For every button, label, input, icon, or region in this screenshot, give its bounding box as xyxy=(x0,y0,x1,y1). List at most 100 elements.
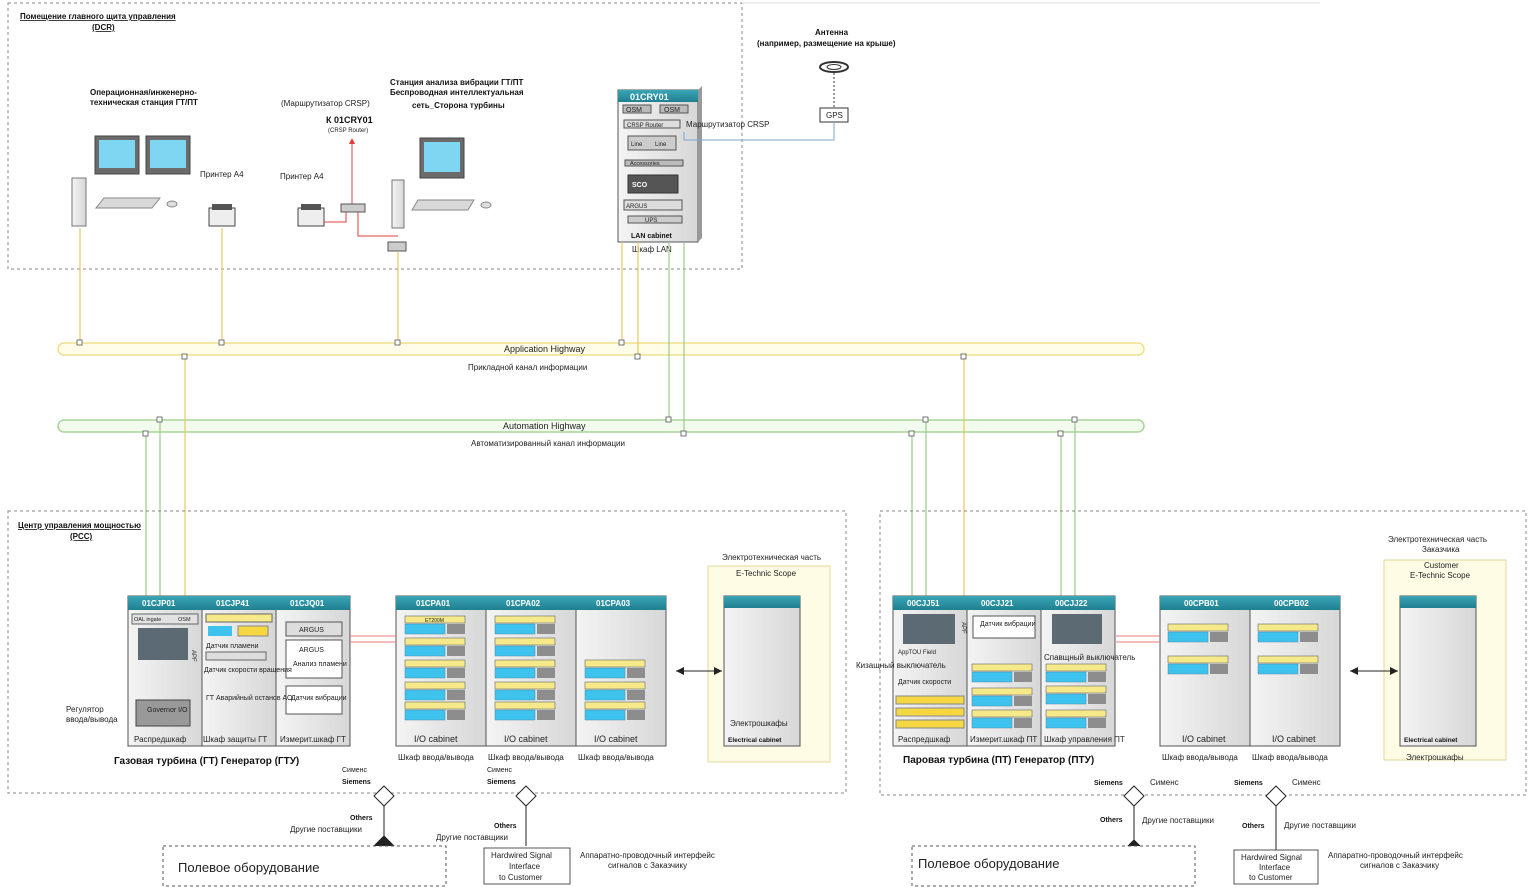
gt-regulator-label: Регулятор xyxy=(66,705,104,714)
vib-station-title-3: сеть_Сторона турбины xyxy=(412,101,505,110)
st-hw-siemens-ru: Сименс xyxy=(1292,778,1321,787)
gt-regulator-label-2: ввода/вывода xyxy=(66,715,118,724)
dcr-region xyxy=(7,2,743,270)
st-other-suppliers: Другие поставщики xyxy=(1142,816,1214,825)
gt-hw-line3: to Customer xyxy=(499,873,543,882)
st-cab-3-tag: 00CJJ22 xyxy=(1055,599,1088,608)
st-siemens-en: Siemens xyxy=(1094,780,1123,787)
st-electrical-en: Electrical cabinet xyxy=(1404,737,1458,744)
lan-slot-osm-2: OSM xyxy=(664,107,680,114)
st-hw-ru-line2: сигналов с Заказчику xyxy=(1360,861,1439,870)
router-ref-sub: (CRSP Router) xyxy=(328,128,368,134)
st-speed-sensor: Датчик скорости xyxy=(898,679,951,686)
gt-io-3-tag: 01CPA03 xyxy=(596,599,631,608)
gt-api-label: APF xyxy=(190,650,196,662)
st-cab-2-tag: 00CJJ21 xyxy=(981,599,1014,608)
st-siemens-ru: Сименс xyxy=(1150,778,1179,787)
gt-hw-line1: Hardwired Signal xyxy=(491,851,552,860)
gt-e-technic-sub: E-Technic Scope xyxy=(736,569,797,578)
gt-electrical-cabinet xyxy=(723,595,801,747)
gt-hardwired-box xyxy=(483,847,571,885)
gt-cab-3-label: Измерит.шкаф ГТ xyxy=(280,735,346,744)
router-ref: К 01CRY01 xyxy=(326,115,373,125)
gt-siemens-en: Siemens xyxy=(342,779,371,786)
st-e-technic-title-2: Заказчика xyxy=(1422,545,1460,554)
pcc-st-region xyxy=(879,510,1527,796)
st-section-title: Паровая турбина (ПТ) Генератор (ПТУ) xyxy=(903,754,1094,766)
app-highway-links xyxy=(79,228,965,600)
st-io-2-label-ru: Шкаф ввода/вывода xyxy=(1252,753,1328,762)
st-hw-ru-line1: Аппаратно-проводочный интерфейс xyxy=(1328,851,1463,860)
lan-slot-line-1: Line xyxy=(631,142,643,148)
st-others: Others xyxy=(1100,817,1123,824)
gt-argus-2: ARGUS xyxy=(299,647,324,654)
app-highway-ru: Прикладной канал информации xyxy=(468,363,587,372)
gt-io-cabinets xyxy=(395,595,667,747)
auto-highway-links xyxy=(145,242,1076,600)
op-station-title: Операционная/инженерно- xyxy=(90,88,197,97)
printer-left-icon xyxy=(208,204,236,227)
pcc-gt-region xyxy=(7,510,847,794)
op-station-title-2: техническая станция ГТ/ПТ xyxy=(90,98,198,107)
gt-emergency-stop: ГТ Аварийный останов АО xyxy=(206,694,293,702)
printer-mid-icon xyxy=(297,204,325,227)
op-station-workstation xyxy=(71,135,191,227)
gt-cab-1-label: Распредшкаф xyxy=(134,735,187,744)
gt-electrical-ru: Электрошкафы xyxy=(730,719,788,728)
gt-section-title: Газовая турбина (ГТ) Генератор (ГТУ) xyxy=(114,755,299,767)
gt-io-2-label: I/O cabinet xyxy=(504,734,548,744)
st-vibration-sensor: Датчик вибрации xyxy=(980,620,1036,628)
gt-argus-1: ARGUS xyxy=(299,627,324,634)
dcr-title: Помещение главного щита управления xyxy=(20,12,176,21)
st-hw-other-suppliers: Другие поставщики xyxy=(1284,821,1356,830)
gt-io-1-label-ru: Шкаф ввода/вывода xyxy=(398,753,474,762)
st-cab-1-tag: 00CJJ51 xyxy=(907,599,940,608)
highway-connectors xyxy=(76,339,1078,437)
vib-station-title: Станция анализа вибрации ГТ/ПТ xyxy=(390,78,523,87)
lan-cabinet-router-label: Маршрутизатор CRSP xyxy=(686,120,769,129)
st-io-1-label-ru: Шкаф ввода/вывода xyxy=(1162,753,1238,762)
st-cab-3-label: Шкаф управления ПТ xyxy=(1044,735,1125,744)
st-cab-2-label: Измерит.шкаф ПТ xyxy=(970,735,1037,744)
gt-hw-siemens-ru: Сименс xyxy=(487,767,513,774)
gt-io-3-label-ru: Шкаф ввода/вывода xyxy=(578,753,654,762)
pcc-title: Центр управления мощностью xyxy=(18,521,141,530)
gt-hw-siemens-en: Siemens xyxy=(487,779,516,786)
lan-slot-osm-1: OSM xyxy=(626,107,642,114)
gt-vibration-sensor: Датчик вибрации xyxy=(291,694,347,702)
gt-e-technic-title: Электротехническая часть xyxy=(722,553,821,562)
st-hw-line2: Interface xyxy=(1259,863,1291,872)
st-electrical-cabinet xyxy=(1399,595,1477,747)
st-cab-1-label: Распредшкаф xyxy=(898,735,951,744)
gt-cab-3-tag: 01CJQ01 xyxy=(290,599,325,608)
gt-io-2-label-ru: Шкаф ввода/вывода xyxy=(488,753,564,762)
gt-flame-analysis: Анализ пламени xyxy=(293,661,347,668)
gt-other-suppliers: Другие поставщики xyxy=(290,825,362,834)
antenna-title-2: (например, размещение на крыше) xyxy=(757,39,896,48)
gt-io-module-label: ET200M xyxy=(425,618,444,624)
lan-slot-accessories: Accessories xyxy=(630,161,660,167)
st-apptou-field: AppTOU Field xyxy=(898,650,936,656)
app-highway-en: Application Highway xyxy=(504,344,586,354)
printer-a4-left-label: Принтер А4 xyxy=(200,170,244,179)
gt-field-equipment-box xyxy=(162,845,447,887)
st-io-cabinets xyxy=(1159,595,1341,747)
automation-highway xyxy=(57,419,1145,433)
st-hw-siemens-en: Siemens xyxy=(1234,780,1263,787)
gt-cab-1-oal: OAL ingate xyxy=(134,617,161,623)
gt-cab-1-osm: OSM xyxy=(178,617,191,623)
gt-io-1-label: I/O cabinet xyxy=(414,734,458,744)
application-highway xyxy=(57,342,1145,356)
gt-cab-2-label: Шкаф защиты ГТ xyxy=(203,735,267,744)
gt-hw-ru-line1: Аппаратно-проводочный интерфейс xyxy=(580,851,715,860)
lan-cabinet-tag: 01CRY01 xyxy=(630,92,669,102)
auto-highway-ru: Автоматизированный канал информации xyxy=(471,439,625,448)
antenna-title: Антенна xyxy=(815,28,849,37)
st-control-cabinets xyxy=(892,595,1116,747)
st-io-2-label: I/O cabinet xyxy=(1272,734,1316,744)
st-e-technic-scope-label: E-Technic Scope xyxy=(1410,571,1471,580)
gt-control-cabinets xyxy=(127,595,351,747)
st-api-label: APF xyxy=(960,622,966,634)
st-io-2-tag: 00CPB02 xyxy=(1274,599,1309,608)
